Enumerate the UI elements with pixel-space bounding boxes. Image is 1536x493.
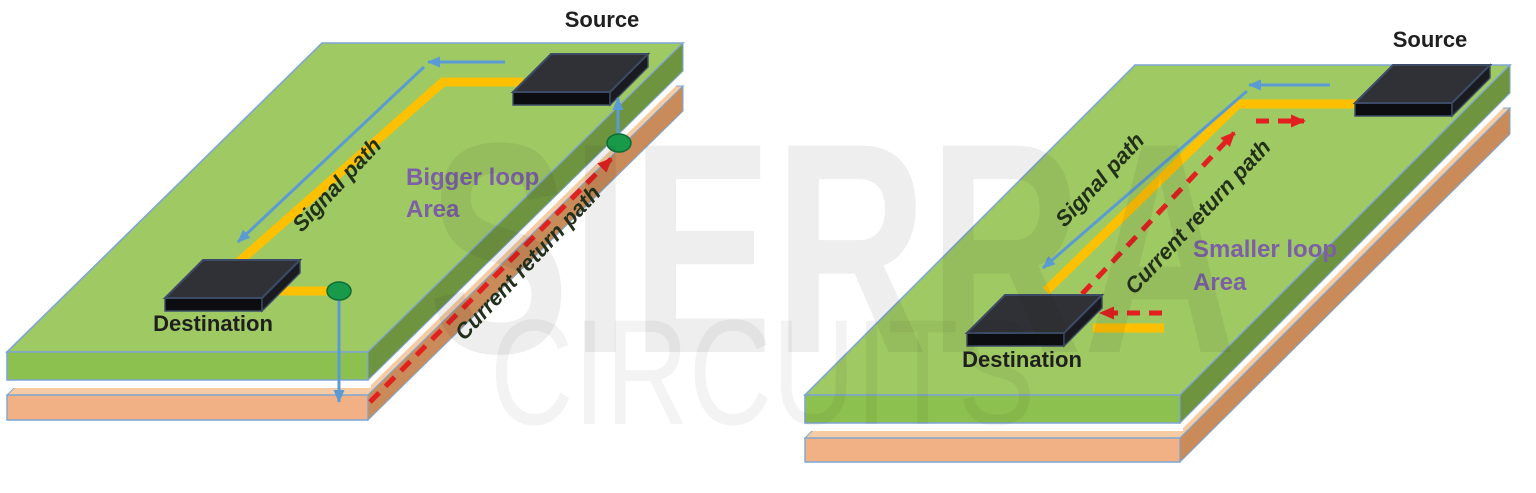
watermark-word-circuits: CIRCUITS [490,288,1035,456]
left-source-chip [510,52,651,107]
right-source-chip [1352,63,1493,118]
right-destination-chip [964,293,1105,348]
left-ground-plane-front [6,394,369,421]
left-destination-chip [162,258,303,313]
right-pcb-diagram: Source Destination Signal path Current r… [800,27,1512,464]
left-destination-via-dot [326,281,352,301]
right-signal-arrow-diagonal [1042,89,1248,270]
left-loop-area-label-line2: Area [406,196,460,223]
left-pcb-diagram: Source Destination Signal path Current r… [2,7,685,422]
right-ground-plane-side [1179,106,1511,464]
left-signal-trace [230,77,523,271]
right-layer-gap-side [1180,93,1510,431]
right-signal-trace [1042,99,1362,295]
left-signal-layer-front [6,351,369,381]
left-source-via-dot [606,133,632,153]
left-source-label: Source [565,7,640,32]
sierra-circuits-watermark: SIERRA CIRCUITS [428,80,1238,456]
left-signal-arrow-diagonal [236,65,426,244]
watermark-word-sierra: SIERRA [428,80,1238,416]
right-loop-area-label-line1: Smaller loop [1193,236,1337,263]
right-signal-layer-side [1179,63,1511,425]
left-signal-layer-side [367,41,684,382]
right-layer-gap-front [800,423,1183,431]
right-loop-area-label-line2: Area [1193,269,1247,296]
right-current-return-path-dashed [1080,131,1236,296]
left-layer-gap-side [368,71,683,388]
left-destination-label: Destination [153,311,273,336]
right-source-label: Source [1393,27,1468,52]
left-layer-gap-front [2,380,371,388]
right-destination-label: Destination [962,347,1082,372]
left-loop-area-label-line1: Bigger loop [406,164,539,191]
